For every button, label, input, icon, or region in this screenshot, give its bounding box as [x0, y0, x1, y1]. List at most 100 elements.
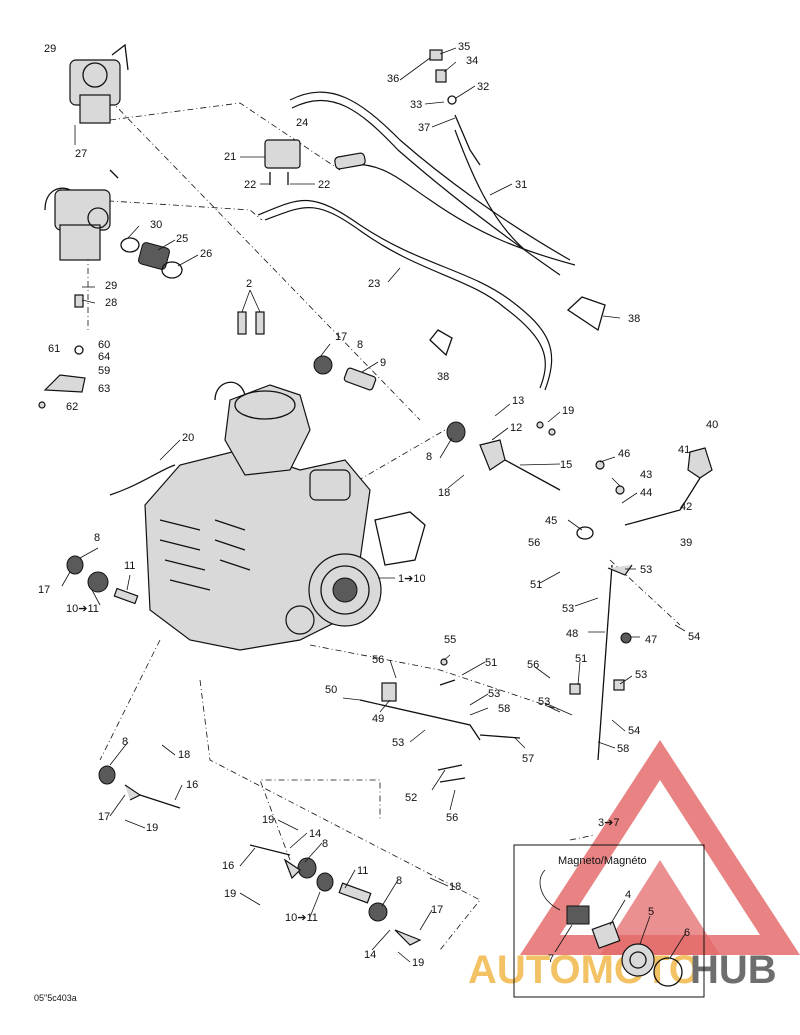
callout-22-a: 22 — [244, 179, 256, 191]
callout-53-a: 53 — [640, 564, 652, 576]
callout-40: 40 — [706, 419, 718, 431]
callout-8-d: 8 — [122, 736, 128, 748]
callout-17-b: 17 — [38, 584, 50, 596]
cable-adjuster — [429, 49, 481, 166]
callout-55: 55 — [444, 634, 456, 646]
magneto-label: Magneto/Magnéto — [558, 855, 647, 867]
callout-12: 12 — [510, 422, 522, 434]
callout-53-b: 53 — [562, 603, 574, 615]
callout-56-b: 56 — [372, 654, 384, 666]
callout-18-b: 18 — [178, 749, 190, 761]
callout-24: 24 — [296, 117, 308, 129]
carburetor-top — [69, 43, 129, 124]
callout-16-b: 16 — [222, 860, 234, 872]
callout-5: 5 — [648, 906, 654, 918]
callout-49: 49 — [372, 713, 384, 725]
callout-42: 42 — [680, 501, 692, 513]
callout-31: 31 — [515, 179, 527, 191]
callout-61: 61 — [48, 343, 60, 355]
callout-26: 26 — [200, 248, 212, 260]
callout-52: 52 — [405, 792, 417, 804]
engine-mounts-lower — [98, 765, 422, 946]
callout-8-b: 8 — [426, 451, 432, 463]
callout-19-b: 19 — [146, 822, 158, 834]
callout-3-7: 3➔7 — [598, 817, 619, 829]
engine-mounts-left — [66, 555, 139, 605]
callout-13: 13 — [512, 395, 524, 407]
callout-4: 4 — [625, 889, 631, 901]
callout-45: 45 — [545, 515, 557, 527]
callout-39: 39 — [680, 537, 692, 549]
callout-29: 29 — [44, 43, 56, 55]
callout-64: 64 — [98, 351, 110, 363]
callout-19-d: 19 — [224, 888, 236, 900]
drawing-code: 05"5c403a — [34, 993, 77, 1003]
callout-21: 21 — [224, 151, 236, 163]
callout-38-b: 38 — [437, 371, 449, 383]
callout-8-e: 8 — [322, 838, 328, 850]
callout-17-a: 17 — [335, 331, 347, 343]
callout-59: 59 — [98, 365, 110, 377]
callout-8-c: 8 — [94, 532, 100, 544]
callout-8-a: 8 — [357, 339, 363, 351]
leader-lines — [61, 47, 686, 963]
callout-53-f: 53 — [538, 696, 550, 708]
callout-28: 28 — [105, 297, 117, 309]
callout-7: 7 — [548, 953, 554, 965]
callout-54-b: 54 — [628, 725, 640, 737]
callout-30: 30 — [150, 219, 162, 231]
engine-block — [144, 381, 426, 651]
callout-53-c: 53 — [488, 688, 500, 700]
callout-53-d: 53 — [392, 737, 404, 749]
callout-15: 15 — [560, 459, 572, 471]
callout-19-a: 19 — [562, 405, 574, 417]
callout-50: 50 — [325, 684, 337, 696]
callout-10-11-b: 10➔11 — [285, 912, 318, 924]
callout-48: 48 — [566, 628, 578, 640]
callout-51-c: 51 — [575, 653, 587, 665]
callout-25: 25 — [176, 233, 188, 245]
callout-1-10: 1➔10 — [398, 573, 426, 585]
callout-51-a: 51 — [530, 579, 542, 591]
callout-16-a: 16 — [186, 779, 198, 791]
callout-labels: 29 27 30 25 26 29 28 60 61 64 59 63 62 2… — [34, 41, 718, 1003]
callout-35: 35 — [458, 41, 470, 53]
callout-60: 60 — [98, 339, 110, 351]
callout-34: 34 — [466, 55, 478, 67]
callout-47: 47 — [645, 634, 657, 646]
callout-20: 20 — [182, 432, 194, 444]
shift-linkage — [359, 658, 625, 783]
callout-63: 63 — [98, 383, 110, 395]
callout-29-b: 29 — [105, 280, 117, 292]
callout-53-e: 53 — [635, 669, 647, 681]
callout-51-b: 51 — [485, 657, 497, 669]
callout-11-b: 11 — [357, 865, 368, 877]
callout-62: 62 — [66, 401, 78, 413]
callout-18-a: 18 — [438, 487, 450, 499]
callout-37: 37 — [418, 122, 430, 134]
callout-32: 32 — [477, 81, 489, 93]
callout-33: 33 — [410, 99, 422, 111]
spark-plugs — [237, 311, 265, 335]
callout-43: 43 — [640, 469, 652, 481]
callout-17-d: 17 — [431, 904, 443, 916]
callout-41: 41 — [678, 444, 690, 456]
callout-54-a: 54 — [688, 631, 700, 643]
callout-36: 36 — [387, 73, 399, 85]
callout-57: 57 — [522, 753, 534, 765]
callout-9: 9 — [380, 357, 386, 369]
carburetor-main — [44, 169, 119, 261]
callout-14-a: 14 — [309, 828, 321, 840]
callout-56-a: 56 — [528, 537, 540, 549]
callout-56-d: 56 — [527, 659, 539, 671]
mount-parts-right — [313, 355, 561, 491]
intake-boot — [120, 237, 183, 279]
callout-27: 27 — [75, 148, 87, 160]
callout-44: 44 — [640, 487, 652, 499]
callout-23: 23 — [368, 278, 380, 290]
callout-18-c: 18 — [449, 881, 461, 893]
gaskets — [429, 296, 606, 357]
throttle-bracket — [38, 294, 86, 409]
callout-46: 46 — [618, 448, 630, 460]
